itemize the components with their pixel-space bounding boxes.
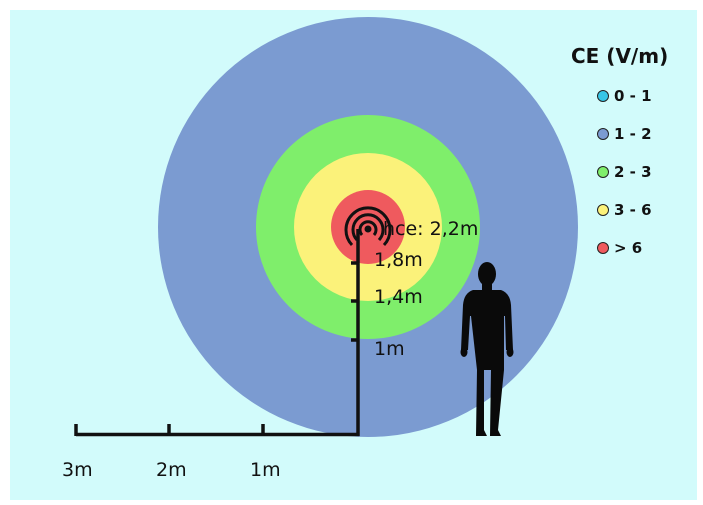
legend-item-gt-6: > 6	[597, 239, 642, 257]
distance-label-2m: 2m	[156, 459, 187, 481]
antenna-height-label: hce: 2,2m	[383, 218, 478, 240]
legend-label-gt-6: > 6	[614, 239, 642, 257]
legend-swatch-1-2	[597, 128, 609, 140]
height-label-1m: 1m	[374, 338, 405, 360]
antenna-dot	[364, 225, 372, 233]
legend-item-1-2: 1 - 2	[597, 125, 652, 143]
person-silhouette-icon	[460, 262, 514, 436]
legend-swatch-0-1	[597, 90, 609, 102]
height-label-1-4m: 1,4m	[374, 286, 423, 308]
distance-label-3m: 3m	[62, 459, 93, 481]
emf-diagram: hce: 2,2m 1,8m 1,4m 1m 3m 2m 1m CE (V/m)…	[62, 17, 668, 481]
legend-label-2-3: 2 - 3	[614, 163, 652, 181]
distance-label-1m: 1m	[250, 459, 281, 481]
legend-swatch-gt-6	[597, 242, 609, 254]
legend-item-3-6: 3 - 6	[597, 201, 652, 219]
measurement-axes	[74, 229, 360, 437]
height-label-1-8m: 1,8m	[374, 249, 423, 271]
legend-item-2-3: 2 - 3	[597, 163, 652, 181]
legend-swatch-2-3	[597, 166, 609, 178]
legend-label-1-2: 1 - 2	[614, 125, 652, 143]
antenna-signal-icon	[344, 206, 392, 247]
diagram-panel: hce: 2,2m 1,8m 1,4m 1m 3m 2m 1m CE (V/m)…	[10, 10, 697, 500]
legend-swatch-3-6	[597, 204, 609, 216]
legend-label-3-6: 3 - 6	[614, 201, 652, 219]
legend-title: CE (V/m)	[571, 44, 668, 68]
legend-label-0-1: 0 - 1	[614, 87, 652, 105]
legend: CE (V/m) 0 - 1 1 - 2 2 - 3 3 - 6	[571, 44, 668, 257]
legend-item-0-1: 0 - 1	[597, 87, 652, 105]
